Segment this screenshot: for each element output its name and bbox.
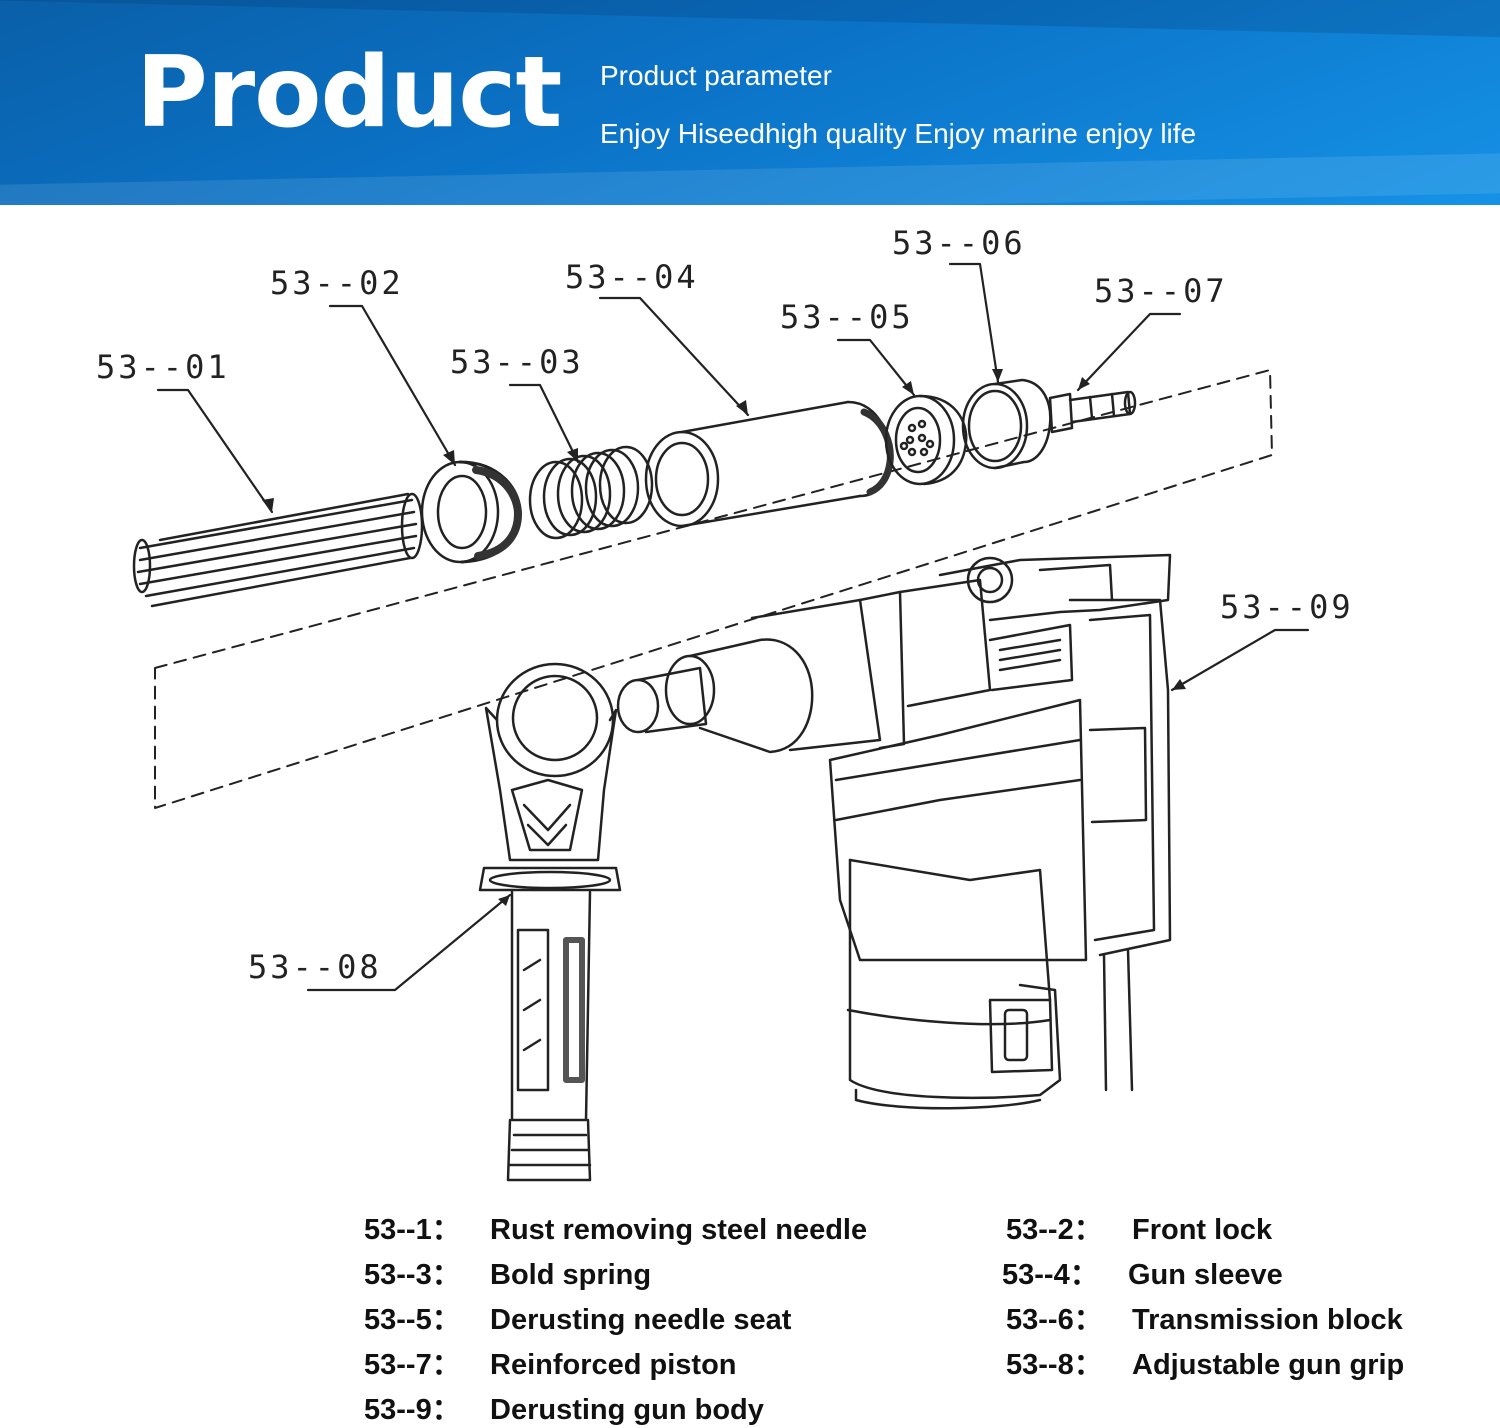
- label-53-08: 53--08: [248, 948, 382, 986]
- label-53-01: 53--01: [96, 348, 230, 386]
- legend-code: 53--8：: [1006, 1349, 1103, 1381]
- banner-decor: [0, 0, 1500, 41]
- legend-code: 53--5：: [364, 1304, 461, 1336]
- label-53-03: 53--03: [450, 343, 584, 381]
- label-53-07: 53--07: [1094, 272, 1228, 310]
- legend-item-53-1: 53--1： Rust removing steel needle: [364, 1206, 867, 1248]
- legend-item-53-4: 53--4： Gun sleeve: [1002, 1251, 1283, 1293]
- bold-spring-drawing: [528, 445, 654, 540]
- steel-needles-drawing: [132, 492, 424, 608]
- banner-subtitle: Product parameter: [600, 60, 832, 91]
- legend-name: Derusting needle seat: [490, 1304, 792, 1336]
- transmission-block-drawing: [961, 378, 1052, 470]
- legend-name: Rust removing steel needle: [490, 1214, 868, 1246]
- front-lock-drawing: [420, 460, 522, 564]
- legend-code: 53--4：: [1002, 1259, 1099, 1291]
- legend-code: 53--1：: [364, 1214, 461, 1246]
- piston-drawing: [1048, 390, 1137, 434]
- legend-name: Front lock: [1132, 1214, 1273, 1246]
- legend-code: 53--3：: [364, 1259, 461, 1291]
- banner-title: Product: [136, 36, 562, 150]
- label-53-06: 53--06: [892, 224, 1026, 262]
- legend-name: Reinforced piston: [490, 1349, 737, 1381]
- legend-name: Adjustable gun grip: [1132, 1349, 1405, 1381]
- assembly-outline: [154, 369, 1273, 809]
- legend-item-53-9: 53--9： Derusting gun body: [364, 1386, 764, 1428]
- legend-code: 53--7：: [364, 1349, 461, 1381]
- label-53-04: 53--04: [565, 258, 699, 296]
- legend-item-53-3: 53--3： Bold spring: [364, 1251, 651, 1293]
- legend-item-53-6: 53--6： Transmission block: [1006, 1296, 1403, 1338]
- legend-name: Gun sleeve: [1128, 1259, 1283, 1291]
- leader-arrowheads: [262, 369, 1186, 906]
- exploded-diagram: 53--01 53--02 53--03 53--04 53--05 53--0…: [96, 224, 1354, 1182]
- legend-code: 53--2：: [1006, 1214, 1103, 1246]
- needle-seat-drawing: [884, 394, 968, 486]
- banner-decor: [0, 150, 1500, 205]
- legend-code: 53--6：: [1006, 1304, 1103, 1336]
- legend-item-53-8: 53--8： Adjustable gun grip: [1006, 1341, 1404, 1383]
- legend-name: Transmission block: [1132, 1304, 1403, 1336]
- gun-sleeve-drawing: [644, 400, 894, 528]
- header-banner: Product Product parameter Enjoy Hiseedhi…: [0, 0, 1500, 205]
- gun-body-drawing: [616, 553, 1172, 1110]
- label-53-09: 53--09: [1220, 588, 1354, 626]
- label-53-02: 53--02: [270, 264, 404, 302]
- legend-name: Bold spring: [490, 1259, 652, 1291]
- adjustable-grip-drawing: [478, 662, 622, 1182]
- legend-name: Derusting gun body: [490, 1394, 764, 1426]
- legend-code: 53--9：: [364, 1394, 461, 1426]
- banner-tagline: Enjoy Hiseedhigh quality Enjoy marine en…: [600, 118, 1197, 149]
- label-53-05: 53--05: [780, 298, 914, 336]
- leader-lines: [156, 262, 1310, 992]
- legend-item-53-2: 53--2： Front lock: [1006, 1206, 1272, 1248]
- legend-item-53-5: 53--5： Derusting needle seat: [364, 1296, 791, 1338]
- legend-item-53-7: 53--7： Reinforced piston: [364, 1341, 737, 1383]
